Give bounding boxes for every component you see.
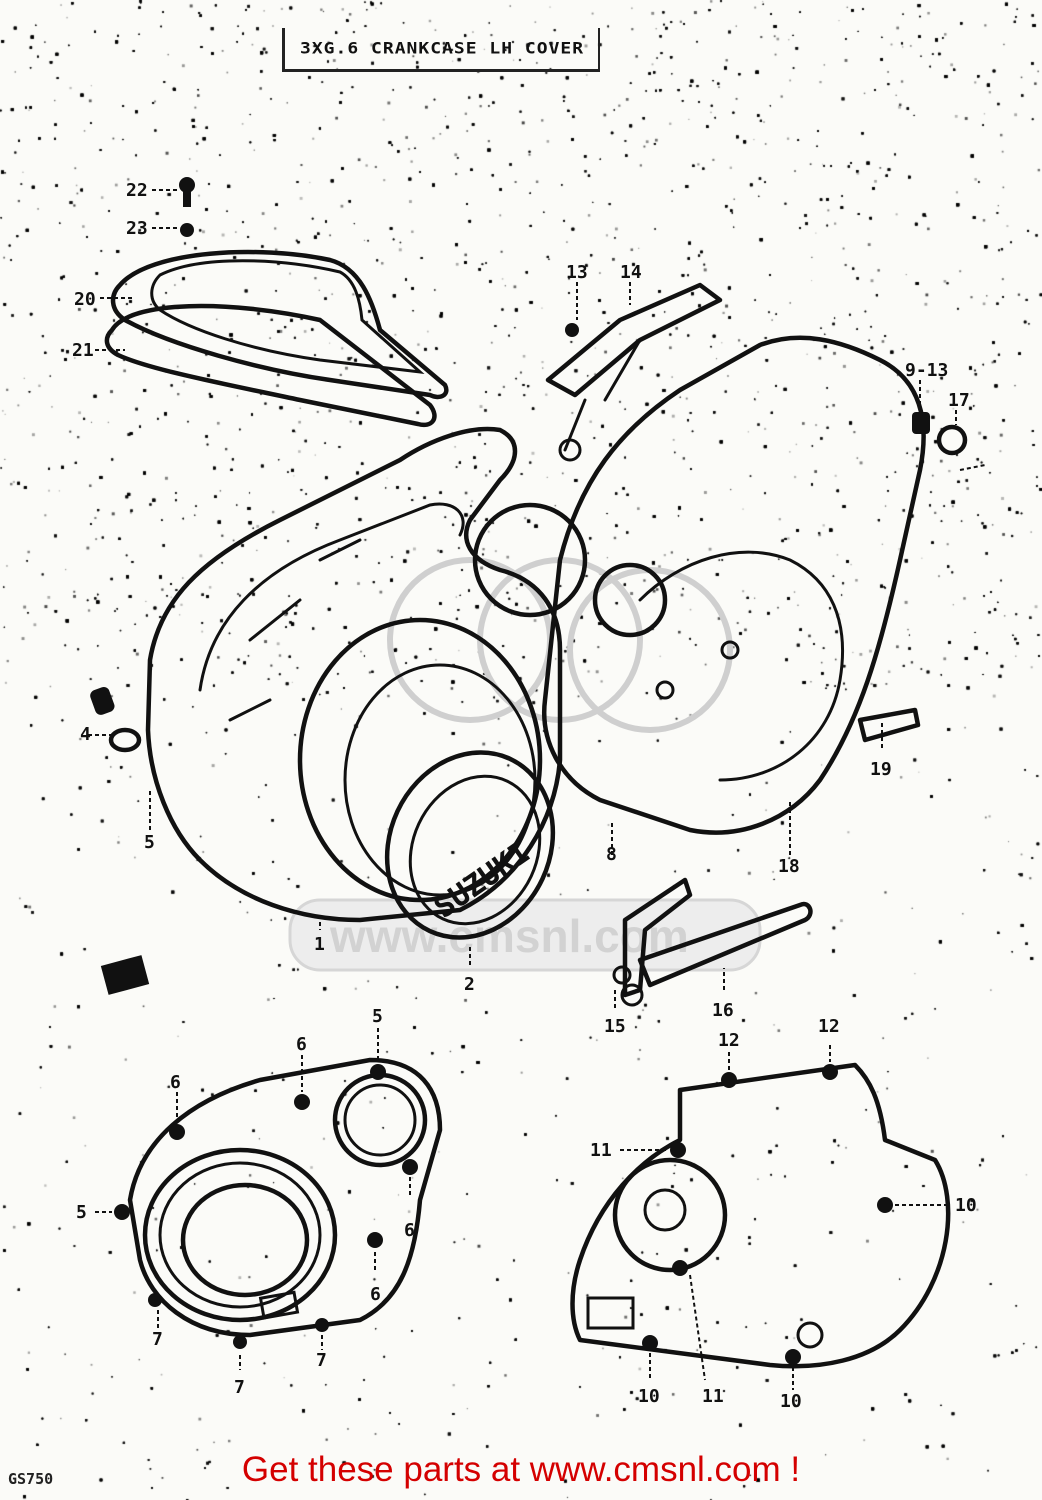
part-sprocket-cover xyxy=(542,282,968,835)
callout-14: 14 xyxy=(620,262,642,283)
part-bracket xyxy=(612,877,813,1007)
callout-4: 4 xyxy=(80,724,91,745)
callout-labels: 22 23 20 21 13 14 9-13 17 4 5 1 2 8 18 1… xyxy=(72,180,977,1412)
callout-8: 8 xyxy=(606,844,617,865)
callout-lower-5-left: 5 xyxy=(76,1202,87,1223)
callout-lower-7b: 7 xyxy=(234,1377,245,1398)
callout-lower-12b: 12 xyxy=(818,1016,840,1037)
callout-lower-6c: 6 xyxy=(404,1220,415,1241)
callout-lower-5-top: 5 xyxy=(372,1006,383,1027)
callout-lower-10b: 10 xyxy=(638,1386,660,1407)
fastener-dots xyxy=(114,1064,893,1365)
callout-15: 15 xyxy=(604,1016,626,1037)
callout-19: 19 xyxy=(870,759,892,780)
callout-1: 1 xyxy=(314,934,325,955)
callout-lower-11a: 11 xyxy=(590,1140,612,1161)
callout-5: 5 xyxy=(144,832,155,853)
callout-20: 20 xyxy=(74,289,96,310)
leader-lines xyxy=(88,189,986,1390)
callout-lower-6d: 6 xyxy=(370,1284,381,1305)
callout-18: 18 xyxy=(778,856,800,877)
callout-16: 16 xyxy=(712,1000,734,1021)
model-code: GS750 xyxy=(8,1470,54,1488)
callout-2: 2 xyxy=(464,974,475,995)
callout-lower-6a: 6 xyxy=(296,1034,307,1055)
callout-21: 21 xyxy=(72,340,94,361)
callout-lower-7a: 7 xyxy=(152,1329,163,1350)
callout-lower-11b: 11 xyxy=(702,1386,724,1407)
promo-link-text[interactable]: Get these parts at www.cmsnl.com ! xyxy=(241,1450,801,1489)
part-crankcase-cover xyxy=(90,426,588,995)
callout-17: 17 xyxy=(948,390,970,411)
callout-lower-10c: 10 xyxy=(780,1391,802,1412)
callout-lower-12a: 12 xyxy=(718,1030,740,1051)
callout-22: 22 xyxy=(126,180,148,201)
callout-13: 13 xyxy=(566,262,588,283)
callout-lower-10a: 10 xyxy=(955,1195,977,1216)
diagram-title: 3XG.6 CRANKCASE LH COVER xyxy=(300,39,585,58)
title-frame xyxy=(282,28,600,72)
callout-9-13: 9-13 xyxy=(905,360,948,381)
callout-23: 23 xyxy=(126,218,148,239)
part-sprocket-cover-outline xyxy=(570,1062,951,1369)
callout-lower-7c: 7 xyxy=(316,1350,327,1371)
callout-lower-6b: 6 xyxy=(170,1072,181,1093)
part-cover-plate xyxy=(104,177,449,428)
